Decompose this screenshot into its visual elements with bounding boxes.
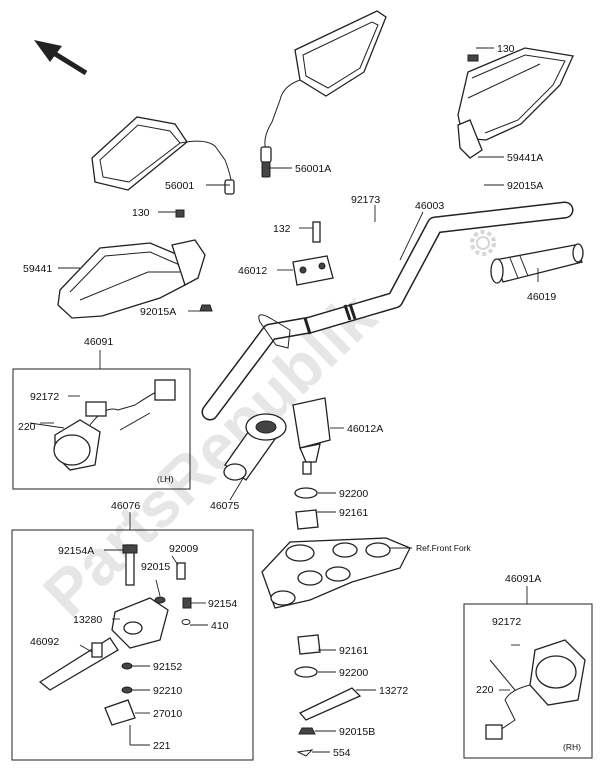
part-number-label: 132 <box>273 223 291 235</box>
right-switch <box>485 639 586 740</box>
part-number-label: 46012 <box>238 265 267 277</box>
part-number-label: 46019 <box>527 291 556 303</box>
gear-icon <box>470 230 496 256</box>
part-number-label: 46091A <box>505 573 541 585</box>
part-number-label: 46091 <box>84 336 113 348</box>
part-number-label: 220 <box>18 421 36 433</box>
part-number-label: 92200 <box>339 667 368 679</box>
part-number-label: 56001A <box>295 163 331 175</box>
part-number-label: 59441A <box>507 152 543 164</box>
left-mirror <box>91 116 235 195</box>
part-number-label: 92173 <box>351 194 380 206</box>
right-mirror-upper <box>260 10 387 178</box>
right-switch-box <box>463 603 593 759</box>
part-number-label: 92154 <box>208 598 237 610</box>
front-direction-arrow-icon <box>34 40 88 76</box>
part-number-label: 554 <box>333 747 351 759</box>
part-number-label: 46076 <box>111 500 140 512</box>
part-number-label: 92015B <box>339 726 375 738</box>
damper-92161-lower <box>297 634 321 655</box>
lever-assembly-box <box>11 529 254 761</box>
washer-92200-lower <box>294 666 318 678</box>
part-labels: 130 56001A 59441A 92015A 56001 130 92173… <box>18 43 581 759</box>
part-number-label: 27010 <box>153 708 182 720</box>
part-number-label: 92015 <box>141 561 170 573</box>
part-number-label: 56001 <box>165 180 194 192</box>
part-number-label: 410 <box>211 620 229 632</box>
part-number-label: 92172 <box>492 616 521 628</box>
part-number-label: 46092 <box>30 636 59 648</box>
clip-554 <box>296 749 314 757</box>
reference-note: Ref.Front Fork <box>416 543 472 553</box>
leader-lines <box>40 47 539 753</box>
part-number-label: 46075 <box>210 500 239 512</box>
part-number-label: 130 <box>132 207 150 219</box>
part-number-label: 92152 <box>153 661 182 673</box>
damper-92161-upper <box>295 509 319 530</box>
part-number-label: 13280 <box>73 614 102 626</box>
bracket-13272 <box>298 687 362 721</box>
part-number-label: 92154A <box>58 545 94 557</box>
handlebar-holder-lower <box>292 397 331 475</box>
right-grip <box>490 243 584 284</box>
part-number-label: 92172 <box>30 391 59 403</box>
upper-triple-clamp <box>261 537 411 609</box>
part-number-label: 220 <box>476 684 494 696</box>
left-mirror-cover <box>57 209 213 319</box>
part-number-label: 46012A <box>347 423 383 435</box>
part-number-label: 92015A <box>507 180 543 192</box>
part-number-label: 92210 <box>153 685 182 697</box>
part-number-label: 92200 <box>339 488 368 500</box>
lever-assembly <box>38 544 192 745</box>
left-switch-box <box>12 368 191 490</box>
nut-92015B <box>298 727 316 735</box>
part-number-label: 92161 <box>339 507 368 519</box>
left-switch <box>29 379 176 471</box>
part-number-label: 92009 <box>169 543 198 555</box>
part-number-label: 13272 <box>379 685 408 697</box>
part-number-label: 221 <box>153 740 171 752</box>
side-tag-lh: (LH) <box>157 474 174 484</box>
part-number-label: 92015A <box>140 306 176 318</box>
right-mirror-cover <box>457 47 574 159</box>
part-number-label: 46003 <box>415 200 444 212</box>
left-grip <box>223 413 287 481</box>
handlebar-holder-upper <box>292 221 334 286</box>
part-number-label: 130 <box>497 43 515 55</box>
side-tag-rh: (RH) <box>563 742 581 752</box>
part-number-label: 92161 <box>339 645 368 657</box>
handlebar <box>201 201 574 421</box>
part-number-label: 59441 <box>23 263 52 275</box>
washer-92200-upper <box>294 487 318 499</box>
